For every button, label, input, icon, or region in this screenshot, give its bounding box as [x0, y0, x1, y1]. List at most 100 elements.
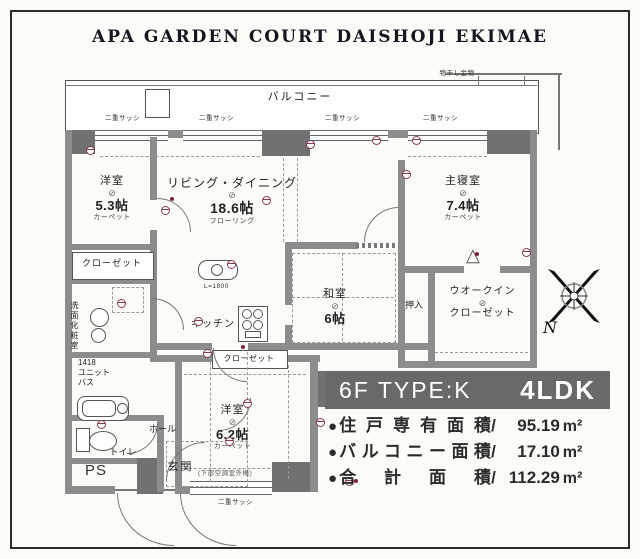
outlet-symbol	[225, 437, 234, 446]
area-summary: ● 住戸専有面積 / 95.19 m² ● バルコニー面積 / 17.10 m²…	[328, 413, 630, 491]
wall	[65, 458, 143, 464]
area-value: 95.19	[517, 416, 560, 435]
wall	[150, 230, 157, 358]
sash-label: 二重サッシ	[199, 115, 234, 122]
area-label: 住戸専有面積	[339, 416, 492, 435]
outlet-symbol	[372, 136, 381, 145]
toilet-bowl	[89, 431, 117, 451]
room-bed3: 洋室 ⊘ 6.2帖 カーペット	[195, 404, 270, 452]
wall	[150, 343, 212, 350]
toilet-tank	[76, 428, 90, 452]
area-unit: m²	[562, 444, 583, 461]
switch-dot	[354, 479, 358, 483]
tatami-line	[292, 297, 394, 298]
wall	[398, 266, 464, 273]
wall	[65, 352, 157, 358]
outlet-symbol	[203, 349, 212, 358]
room-living: リビング・ダイニング ⊘ 18.6帖 フローリング	[162, 176, 302, 226]
area-row: ● 合計面積 / 112.29 m²	[328, 465, 630, 491]
wall	[398, 361, 537, 368]
dashed-line	[288, 365, 289, 479]
room-genkan: 玄関	[167, 461, 194, 473]
dashed-line	[297, 158, 298, 242]
counter-length-label: L=1800	[204, 283, 229, 290]
closet-box	[72, 252, 154, 280]
room-unitbath: 1418 ユニット バス	[78, 358, 110, 387]
ceiling-light-icon: ⊘	[478, 297, 487, 308]
wall	[428, 273, 435, 361]
switch-dot	[475, 252, 479, 256]
room-name: ウオークイン	[449, 286, 516, 297]
wall	[285, 249, 292, 305]
room-floor: カーペット	[213, 443, 252, 450]
window	[183, 130, 262, 141]
ceiling-light-icon: ⊘	[331, 300, 339, 311]
dashed-line	[184, 468, 270, 469]
stove-burner	[253, 309, 263, 319]
room-size: 18.6帖	[210, 200, 254, 216]
room-toilet: トイレ	[109, 447, 137, 457]
layout-label: 4LDK	[520, 374, 596, 405]
wall	[150, 137, 157, 200]
outlet-symbol	[243, 399, 252, 408]
compass-north-label: N	[543, 318, 557, 337]
room-name: 洋室	[100, 175, 124, 187]
washbasin	[91, 328, 106, 343]
wall	[65, 486, 115, 494]
outlet-symbol	[345, 477, 354, 486]
wall	[285, 242, 358, 249]
dashed-line	[247, 352, 248, 430]
sash-label: 二重サッシ	[105, 115, 140, 122]
bullet-icon: ●	[328, 470, 338, 487]
wall	[248, 343, 435, 350]
area-unit: m²	[562, 418, 583, 435]
ceiling-light-icon: ⊘	[459, 187, 467, 198]
stove-grill	[245, 331, 261, 338]
outlet-symbol	[97, 420, 106, 429]
dashed-line	[435, 352, 528, 353]
building-title: APA GARDEN COURT DAISHOJI EKIMAE	[92, 27, 548, 47]
wall-pillar	[272, 462, 310, 492]
wall	[310, 357, 318, 492]
outlet-symbol	[227, 260, 236, 269]
outlet-symbol	[86, 146, 95, 155]
laundry-bracket	[478, 76, 479, 85]
ac-note-label: (下部空調室外機)	[198, 470, 253, 477]
balcony-outline	[65, 80, 539, 134]
laundry-hardware-label: 物干し金物	[439, 70, 475, 77]
wall	[65, 130, 72, 492]
wall	[175, 362, 182, 486]
area-unit: m²	[562, 470, 583, 487]
laundry-bracket	[524, 76, 525, 85]
outlet-symbol	[402, 170, 411, 179]
tatami-line	[292, 253, 396, 343]
room-size: 7.4帖	[446, 197, 480, 213]
wall	[500, 266, 537, 273]
wall	[530, 130, 537, 368]
room-ps: PS	[84, 462, 107, 479]
outlet-symbol	[161, 206, 170, 215]
floor-type-label: 6F TYPE:K	[339, 376, 472, 403]
sash-label: 二重サッシ	[423, 115, 458, 122]
room-name: 和室	[323, 288, 347, 300]
area-row: ● 住戸専有面積 / 95.19 m²	[328, 413, 630, 439]
dashed-line	[283, 158, 284, 242]
window	[310, 130, 388, 141]
room-size: 6.2帖	[215, 426, 250, 442]
stove-burner	[242, 309, 252, 319]
room-floor: フローリング	[209, 217, 255, 225]
bullet-icon: ●	[328, 444, 338, 461]
dashed-line	[100, 156, 260, 157]
dashed-line	[408, 156, 487, 157]
area-value: 17.10	[517, 442, 560, 461]
closet-label: クローゼット	[223, 354, 275, 363]
outlet-symbol	[194, 317, 203, 326]
door-swing-mark: △	[466, 245, 480, 265]
page-border	[10, 10, 630, 549]
window	[408, 130, 487, 141]
balcony-rail-top	[445, 73, 562, 75]
room-oshiire: 押入	[404, 300, 423, 310]
wall-pillar	[487, 130, 537, 154]
room-senmen: 洗面化粧室	[70, 301, 79, 351]
wall	[157, 415, 164, 492]
